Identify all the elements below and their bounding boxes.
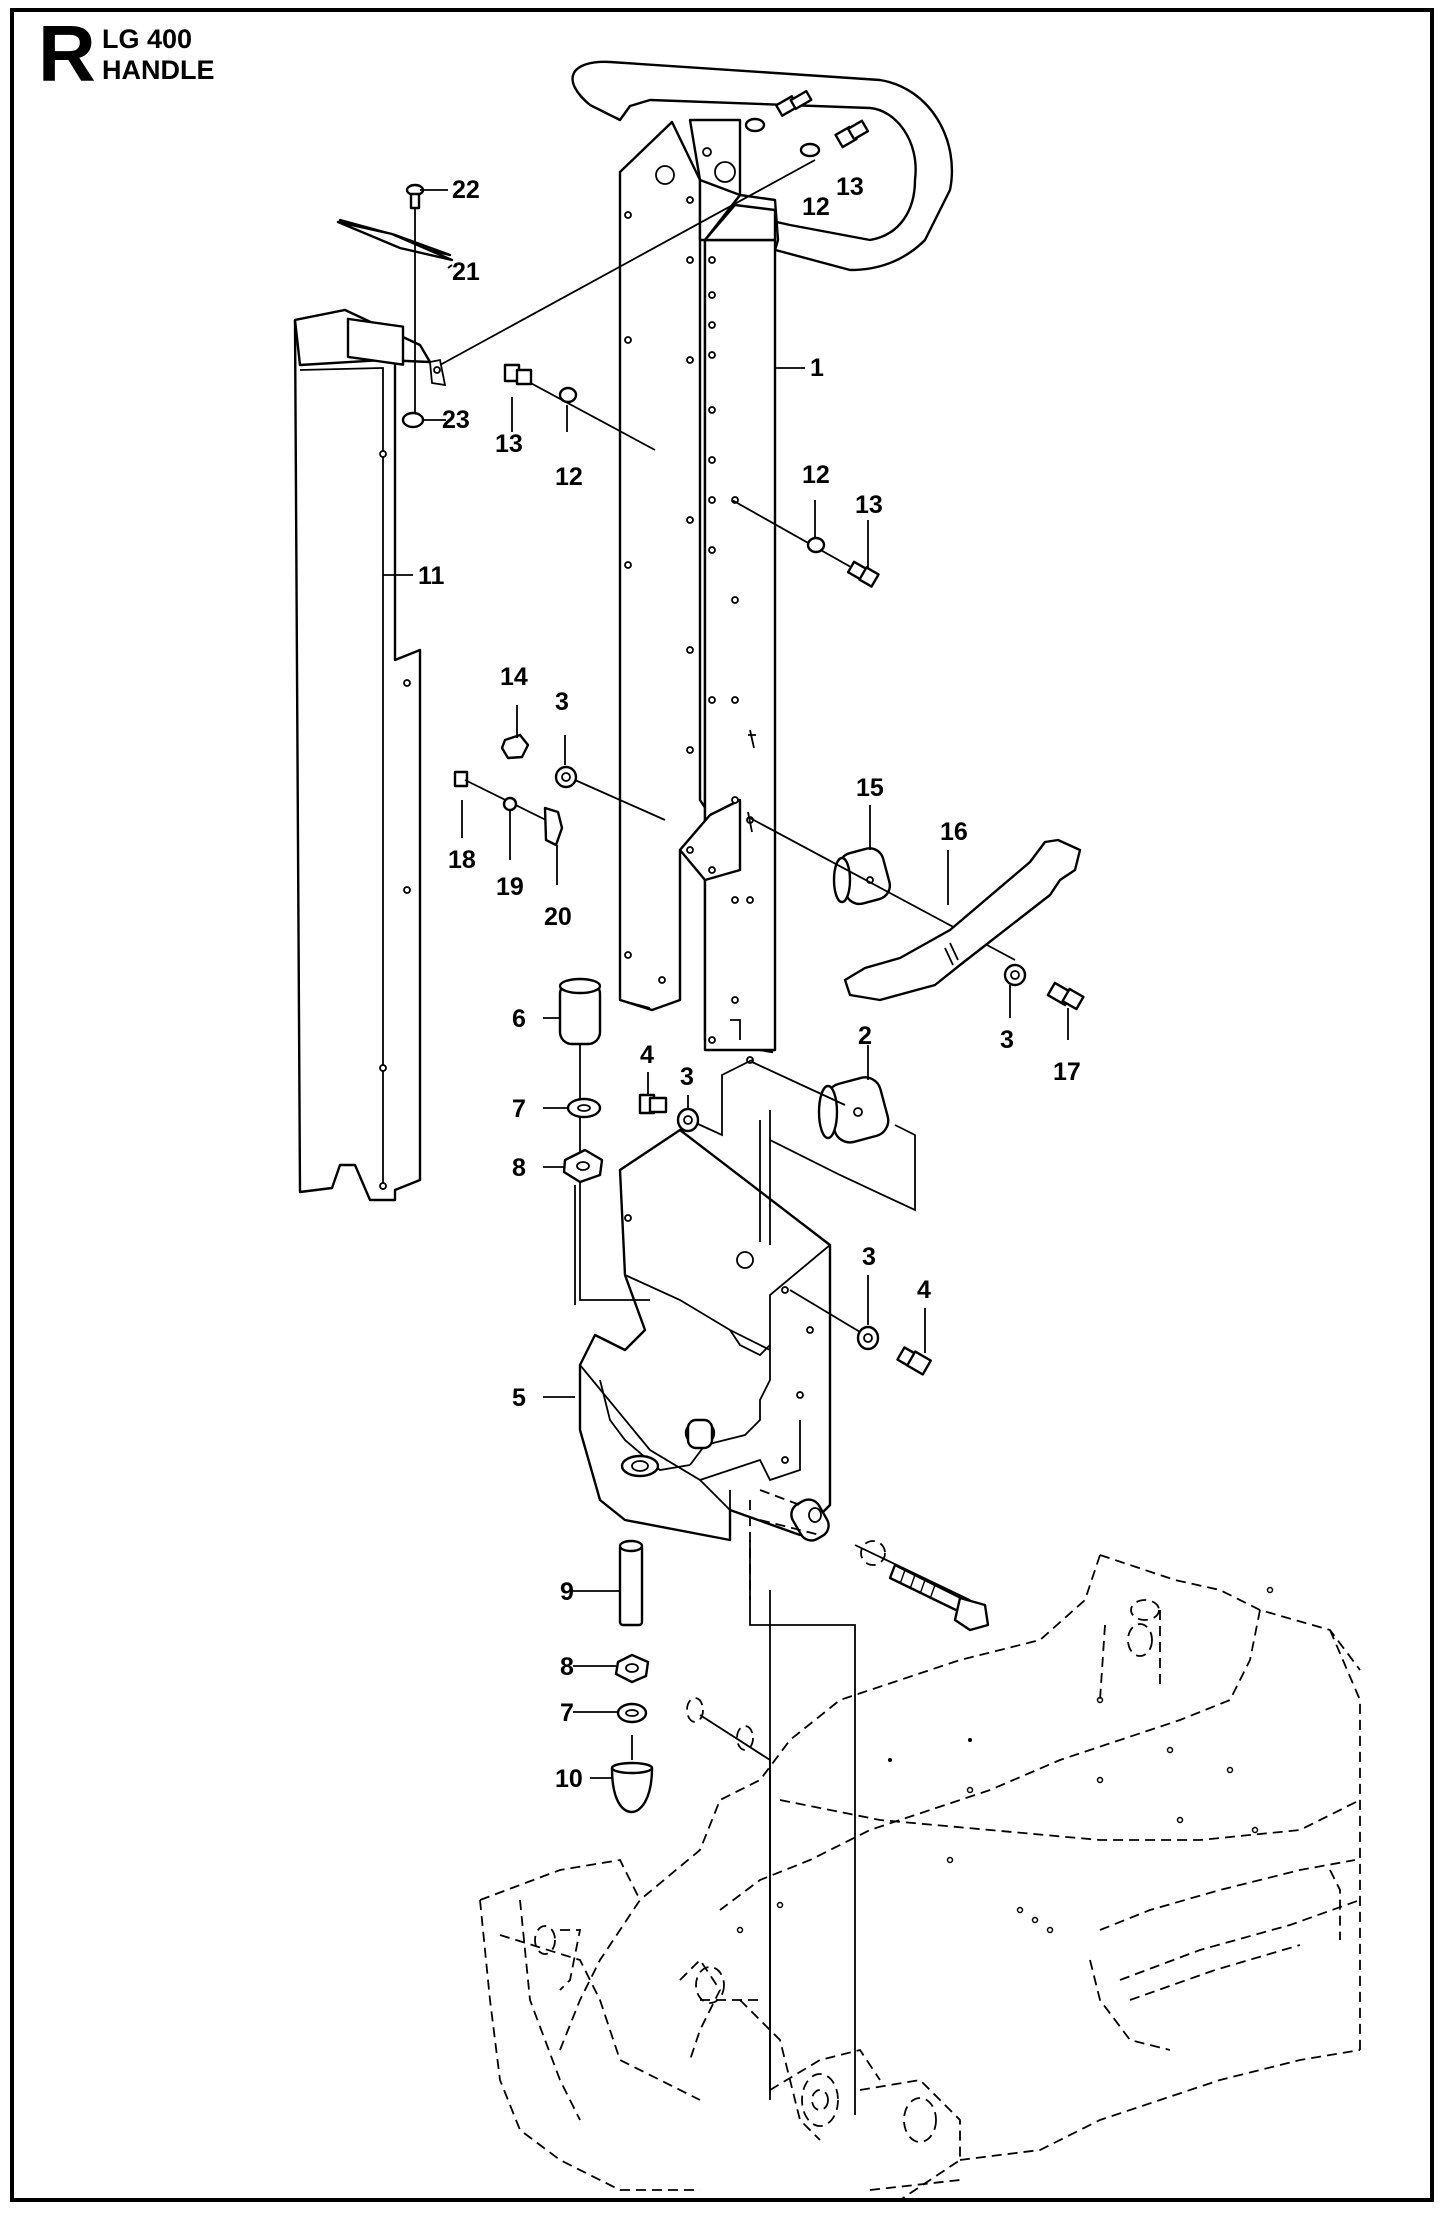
callout-11: 11 [418, 562, 445, 590]
model-name: LG 400 [102, 24, 193, 54]
callout-3-wrench: 3 [1000, 1026, 1014, 1054]
callout-13-left: 13 [495, 430, 523, 458]
part-1-handle [571, 60, 954, 1064]
callout-7-lower: 7 [560, 1699, 574, 1727]
callout-16: 16 [940, 818, 968, 846]
part-11-handle-cover [293, 308, 447, 1202]
callout-18: 18 [448, 846, 476, 874]
callout-12-right: 12 [802, 461, 830, 489]
callout-3-right: 3 [862, 1243, 876, 1271]
page-border [10, 8, 1434, 2202]
callout-14: 14 [500, 663, 528, 691]
callout-3-middle: 3 [680, 1063, 694, 1091]
callout-3-upper: 3 [555, 688, 569, 716]
callout-5: 5 [512, 1384, 526, 1412]
callout-12-left: 12 [555, 463, 583, 491]
callout-19: 19 [496, 873, 524, 901]
callout-labels: 1 2 3 3 3 3 4 4 5 6 7 7 8 8 9 10 11 12 1… [418, 173, 1081, 1793]
callout-20: 20 [544, 903, 572, 931]
callout-7-upper: 7 [512, 1095, 526, 1123]
hardware-parts [336, 89, 1085, 2115]
page-title: HANDLE [102, 55, 215, 85]
callout-9: 9 [560, 1578, 574, 1606]
part-5-lower-bracket [578, 1128, 832, 1542]
callout-4-right: 4 [917, 1276, 931, 1304]
callout-23: 23 [442, 406, 470, 434]
callout-6: 6 [512, 1005, 526, 1033]
callout-22: 22 [452, 176, 480, 204]
callout-13-right: 13 [855, 491, 883, 519]
callout-21: 21 [452, 258, 480, 286]
callout-1: 1 [810, 354, 824, 382]
callout-8-upper: 8 [512, 1154, 526, 1182]
callout-leaders [383, 189, 1069, 1779]
callout-2: 2 [858, 1022, 872, 1050]
callout-8-lower: 8 [560, 1653, 574, 1681]
callout-13-top: 13 [836, 173, 864, 201]
callout-10: 10 [555, 1765, 583, 1793]
callout-15: 15 [856, 774, 884, 802]
machine-base-outline [479, 1554, 1361, 2201]
callout-4-middle: 4 [640, 1041, 654, 1069]
callout-17: 17 [1053, 1058, 1081, 1086]
section-letter: R [38, 9, 96, 98]
callout-12-top: 12 [802, 193, 830, 221]
